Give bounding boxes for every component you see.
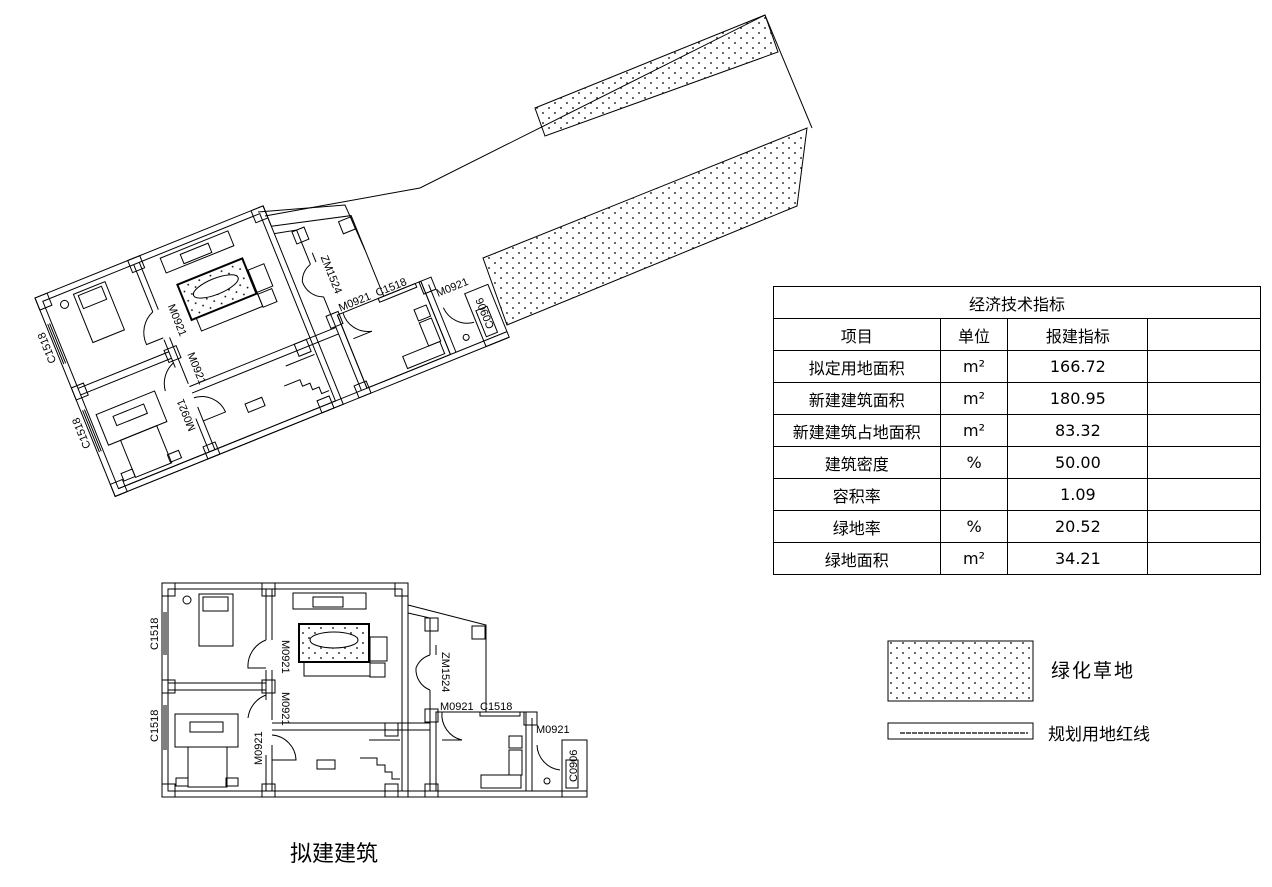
table-row: 容积率 1.09 xyxy=(773,478,1261,511)
cell-item: 建筑密度 xyxy=(773,446,941,479)
label-c1518: C1518 xyxy=(70,416,93,451)
label-c1518: C1518 xyxy=(149,618,161,650)
cell-item: 绿地面积 xyxy=(773,542,941,575)
cell-value: 1.09 xyxy=(1007,478,1149,511)
site-boundary xyxy=(257,14,813,326)
legend-green-swatch xyxy=(887,640,1034,702)
label-m0921: M0921 xyxy=(175,397,199,433)
label-c0906: C0906 xyxy=(568,750,580,782)
legend-green-label: 绿化草地 xyxy=(1051,660,1136,682)
cell-blank xyxy=(1147,350,1261,383)
header-unit: 单位 xyxy=(939,318,1009,351)
cell-item: 拟定用地面积 xyxy=(773,350,941,383)
label-m0921: M0921 xyxy=(279,640,291,674)
header-item: 项目 xyxy=(773,318,941,351)
cell-blank xyxy=(1147,446,1261,479)
label-m0921: M0921 xyxy=(165,303,189,339)
green-area-top xyxy=(534,14,779,137)
label-m0921: M0921 xyxy=(253,731,265,765)
label-m0921: M0921 xyxy=(279,692,291,726)
cell-unit: m² xyxy=(939,350,1009,383)
label-m0921: M0921 xyxy=(536,724,570,736)
label-zm1524: ZM1524 xyxy=(439,652,451,692)
cell-value: 83.32 xyxy=(1007,414,1149,447)
cell-item: 容积率 xyxy=(773,478,941,511)
cell-unit: m² xyxy=(939,542,1009,575)
label-c1518: C1518 xyxy=(374,276,409,299)
cell-blank xyxy=(1147,510,1261,543)
legend-redline-swatch xyxy=(887,722,1034,740)
cell-value: 20.52 xyxy=(1007,510,1149,543)
cell-blank xyxy=(1147,542,1261,575)
label-c1518: C1518 xyxy=(36,330,59,365)
cell-unit: m² xyxy=(939,382,1009,415)
cell-value: 50.00 xyxy=(1007,446,1149,479)
site-floor-plan: C1518 C1518 M0921 M0921 M0921 ZM1524 M09… xyxy=(34,137,511,498)
cell-unit xyxy=(939,478,1009,511)
cell-blank xyxy=(1147,382,1261,415)
proposed-floor-plan: C1518 C1518 M0921 M0921 M0921 ZM1524 M09… xyxy=(149,582,588,798)
cell-value: 34.21 xyxy=(1007,542,1149,575)
label-zm1524: ZM1524 xyxy=(318,254,344,296)
label-c1518: C1518 xyxy=(480,701,512,713)
table-row: 绿地率%20.52 xyxy=(773,510,1261,543)
table-row: 建筑密度%50.00 xyxy=(773,446,1261,479)
cell-value: 180.95 xyxy=(1007,382,1149,415)
cell-unit: m² xyxy=(939,414,1009,447)
header-value: 报建指标 xyxy=(1007,318,1149,351)
caption: 拟建建筑 xyxy=(290,842,379,867)
cell-unit: % xyxy=(939,510,1009,543)
table-header-row: 项目 单位 报建指标 xyxy=(773,318,1261,351)
cell-blank xyxy=(1147,414,1261,447)
cell-item: 新建建筑面积 xyxy=(773,382,941,415)
cell-item: 新建建筑占地面积 xyxy=(773,414,941,447)
table-title: 经济技术指标 xyxy=(773,286,1261,319)
legend-redline-label: 规划用地红线 xyxy=(1048,725,1150,745)
label-m0921: M0921 xyxy=(337,291,373,315)
green-area-bottom xyxy=(482,127,808,326)
label-m0921: M0921 xyxy=(435,276,471,300)
header-blank xyxy=(1147,318,1261,351)
cell-value: 166.72 xyxy=(1007,350,1149,383)
cell-unit: % xyxy=(939,446,1009,479)
label-m0921: M0921 xyxy=(184,351,208,387)
label-c1518: C1518 xyxy=(149,710,161,742)
cell-blank xyxy=(1147,478,1261,511)
label-m0921: M0921 xyxy=(440,701,474,713)
cell-item: 绿地率 xyxy=(773,510,941,543)
